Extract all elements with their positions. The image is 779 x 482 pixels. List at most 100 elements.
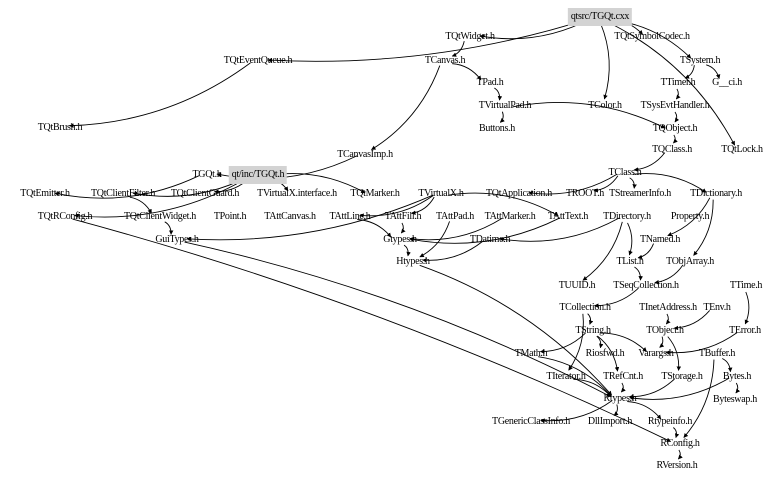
node-tattpad-h[interactable]: TAttPad.h (436, 211, 474, 222)
edge-htypes-h-to-rtypes-h (419, 264, 612, 396)
node-gtypes-h[interactable]: Gtypes.h (383, 234, 417, 245)
node-tvirtualpad-h[interactable]: TVirtualPad.h (478, 100, 532, 111)
node-tsystem-h[interactable]: TSystem.h (679, 55, 721, 66)
edge-ttimer-h-to-tsysevthandler-h (675, 88, 681, 100)
node-bytes-h[interactable]: Bytes.h (722, 371, 752, 382)
node-tobjarray-h[interactable]: TObjArray.h (666, 256, 714, 267)
edge-tbuffer-h-to-bytes-h (722, 358, 733, 373)
edge-tclass-h-to-troot-h (593, 175, 619, 193)
node-tdirectory-h[interactable]: TDirectory.h (603, 211, 651, 222)
node-tqteventqueue-h[interactable]: TQtEventQueue.h (223, 55, 293, 66)
edge-tobject-h-to-varargs-h (659, 336, 665, 348)
node-guitypes-h[interactable]: GuiTypes.h (155, 234, 199, 245)
node-tobject-h[interactable]: TObject.h (646, 325, 684, 336)
node-tqtlock-h[interactable]: TQtLock.h (721, 144, 763, 155)
node-rtypes-h[interactable]: Rtypes.h (603, 393, 637, 404)
node-tqtmarker-h[interactable]: TQtMarker.h (350, 188, 400, 199)
edge-tsystem-h-to-ttimer-h (684, 65, 695, 79)
edge-rconfig-h-to-rversion-h (677, 449, 683, 460)
node-tqtbrush-h[interactable]: TQtBrush.h (37, 122, 83, 133)
edge-guitypes-h-to-rtypes-h (184, 241, 611, 398)
node-trefcnt-h[interactable]: TRefCnt.h (603, 371, 643, 382)
edge-rtypeinfo-h-to-rconfig-h (673, 427, 680, 439)
node-ttime-h[interactable]: TTime.h (729, 280, 763, 291)
node-tattline-h[interactable]: TAttLine.h (329, 211, 371, 222)
edge-tclass-h-to-tdictionary-h (632, 173, 707, 193)
node-varargs-h[interactable]: Varargs.h (638, 348, 674, 359)
edge-rtypes-h-to-tgenericclassinfo-h (540, 400, 613, 423)
node-troot-h[interactable]: TROOT.h (566, 188, 604, 199)
node-tqobject-h[interactable]: TQObject.h (652, 123, 698, 134)
node-tstreamerinfo-h[interactable]: TStreamerInfo.h (609, 188, 671, 199)
node-rconfig-h[interactable]: RConfig.h (660, 438, 700, 449)
node-tstring-h[interactable]: TString.h (575, 325, 611, 336)
node-tqtsymbolcodec-h[interactable]: TQtSymbolCodec.h (614, 31, 690, 42)
node-tgqt-h[interactable]: TGQt.h (192, 169, 222, 180)
node-tinetaddress-h[interactable]: TInetAddress.h (639, 302, 697, 313)
node-tpoint-h[interactable]: TPoint.h (213, 211, 247, 222)
node-tdictionary-h[interactable]: TDictionary.h (690, 188, 742, 199)
node-tvirtualx-interface-h[interactable]: TVirtualX.interface.h (257, 188, 337, 199)
node-tqtclientguard-h[interactable]: TQtClientGuard.h (170, 188, 240, 199)
node-rversion-h[interactable]: RVersion.h (656, 460, 698, 471)
edge-tattline-h-to-gtypes-h (357, 219, 392, 238)
node-tuuid-h[interactable]: TUUID.h (558, 280, 596, 291)
node-tqtwidget-h[interactable]: TQtWidget.h (445, 31, 495, 42)
node-tqtclientfilter-h[interactable]: TQtClientFilter.h (90, 188, 156, 199)
node-tqtemitter-h[interactable]: TQtEmitter.h (20, 188, 70, 199)
node-riosfwd-h[interactable]: Riosfwd.h (585, 348, 625, 359)
node-tsysevthandler-h[interactable]: TSysEvtHandler.h (640, 100, 710, 111)
node-titerator-h[interactable]: TIterator.h (546, 371, 586, 382)
node-tlist-h[interactable]: TList.h (616, 256, 644, 267)
node-tcollection-h[interactable]: TCollection.h (559, 302, 611, 313)
edge-gtypes-h-to-htypes-h (403, 244, 411, 257)
node-tqclass-h[interactable]: TQClass.h (652, 144, 692, 155)
node-tattmarker-h[interactable]: TAttMarker.h (484, 211, 536, 222)
node-ttimer-h[interactable]: TTimer.h (660, 77, 696, 88)
node-tqtrconfig-h[interactable]: TQtRConfig.h (37, 211, 93, 222)
edge-tstring-h-to-varargs-h (600, 332, 647, 352)
node-terror-h[interactable]: TError.h (729, 325, 761, 336)
edge-trefcnt-h-to-rtypes-h (620, 382, 626, 393)
node-property-h[interactable]: Property.h (670, 211, 710, 222)
node-tqtclientwidget-h[interactable]: TQtClientWidget.h (124, 211, 196, 222)
node-tstorage-h[interactable]: TStorage.h (661, 371, 703, 382)
node-tbuffer-h[interactable]: TBuffer.h (698, 348, 736, 359)
node-dllimport-h[interactable]: DllImport.h (587, 416, 633, 427)
edge-tsystem-h-to-g-ci-h (706, 64, 721, 80)
edge-tqtclientfilter-h-to-tqtclientwidget-h (129, 196, 152, 214)
node-tqtapplication-h[interactable]: TQtApplication.h (485, 188, 553, 199)
node-tattcanvas-h[interactable]: TAttCanvas.h (264, 211, 316, 222)
node-tclass-h[interactable]: TClass.h (608, 167, 642, 178)
node-tvirtualx-h[interactable]: TVirtualX.h (418, 188, 464, 199)
node-tmath-h[interactable]: TMath.h (514, 348, 548, 359)
node-g-ci-h[interactable]: G__ci.h (712, 77, 742, 88)
node-tenv-h[interactable]: TEnv.h (703, 302, 731, 313)
node-tcolor-h[interactable]: TColor.h (588, 100, 622, 111)
edge-tnamed-h-to-tlist-h (637, 243, 654, 260)
node-tpad-h[interactable]: TPad.h (476, 77, 504, 88)
node-htypes-h[interactable]: Htypes.h (396, 256, 430, 267)
node-tseqcollection-h[interactable]: TSeqCollection.h (613, 280, 679, 291)
node-tatttext-h[interactable]: TAttText.h (547, 211, 589, 222)
edge-tclass-h-to-tstreamerinfo-h (629, 177, 637, 189)
node-buttons-h[interactable]: Buttons.h (479, 123, 515, 134)
node-tattfill-h[interactable]: TAttFill.h (384, 211, 422, 222)
edge-tstring-h-to-trefcnt-h (597, 335, 620, 372)
node-tcanvasimp-h[interactable]: TCanvasImp.h (337, 149, 393, 160)
node-rtypeinfo-h[interactable]: Rtypeinfo.h (647, 416, 693, 427)
edge-tvirtualx-h-to-guitypes-h (186, 194, 434, 242)
node-tdatime-h[interactable]: TDatime.h (469, 234, 511, 245)
node-tnamed-h[interactable]: TNamed.h (639, 234, 681, 245)
edge-tvirtualx-h-to-tatttext-h (448, 192, 559, 217)
node-tcanvas-h[interactable]: TCanvas.h (424, 55, 466, 66)
edge-tvirtualpad-h-to-buttons-h (499, 111, 505, 123)
node-byteswap-h[interactable]: Byteswap.h (713, 394, 757, 405)
node-qtsrc-tgqt-cxx[interactable]: qtsrc/TGQt.cxx (567, 8, 633, 26)
node-qt-inc-tgqt-h[interactable]: qt/inc/TGQt.h (228, 166, 288, 184)
edge-tenv-h-to-tobject-h (673, 310, 711, 331)
edge-tdictionary-h-to-tobjarray-h (693, 199, 714, 256)
edge-bytes-h-to-rtypes-h (629, 377, 730, 401)
edge-tbuffer-h-to-rconfig-h (683, 359, 715, 438)
node-tgenericclassinfo-h[interactable]: TGenericClassInfo.h (492, 416, 570, 427)
